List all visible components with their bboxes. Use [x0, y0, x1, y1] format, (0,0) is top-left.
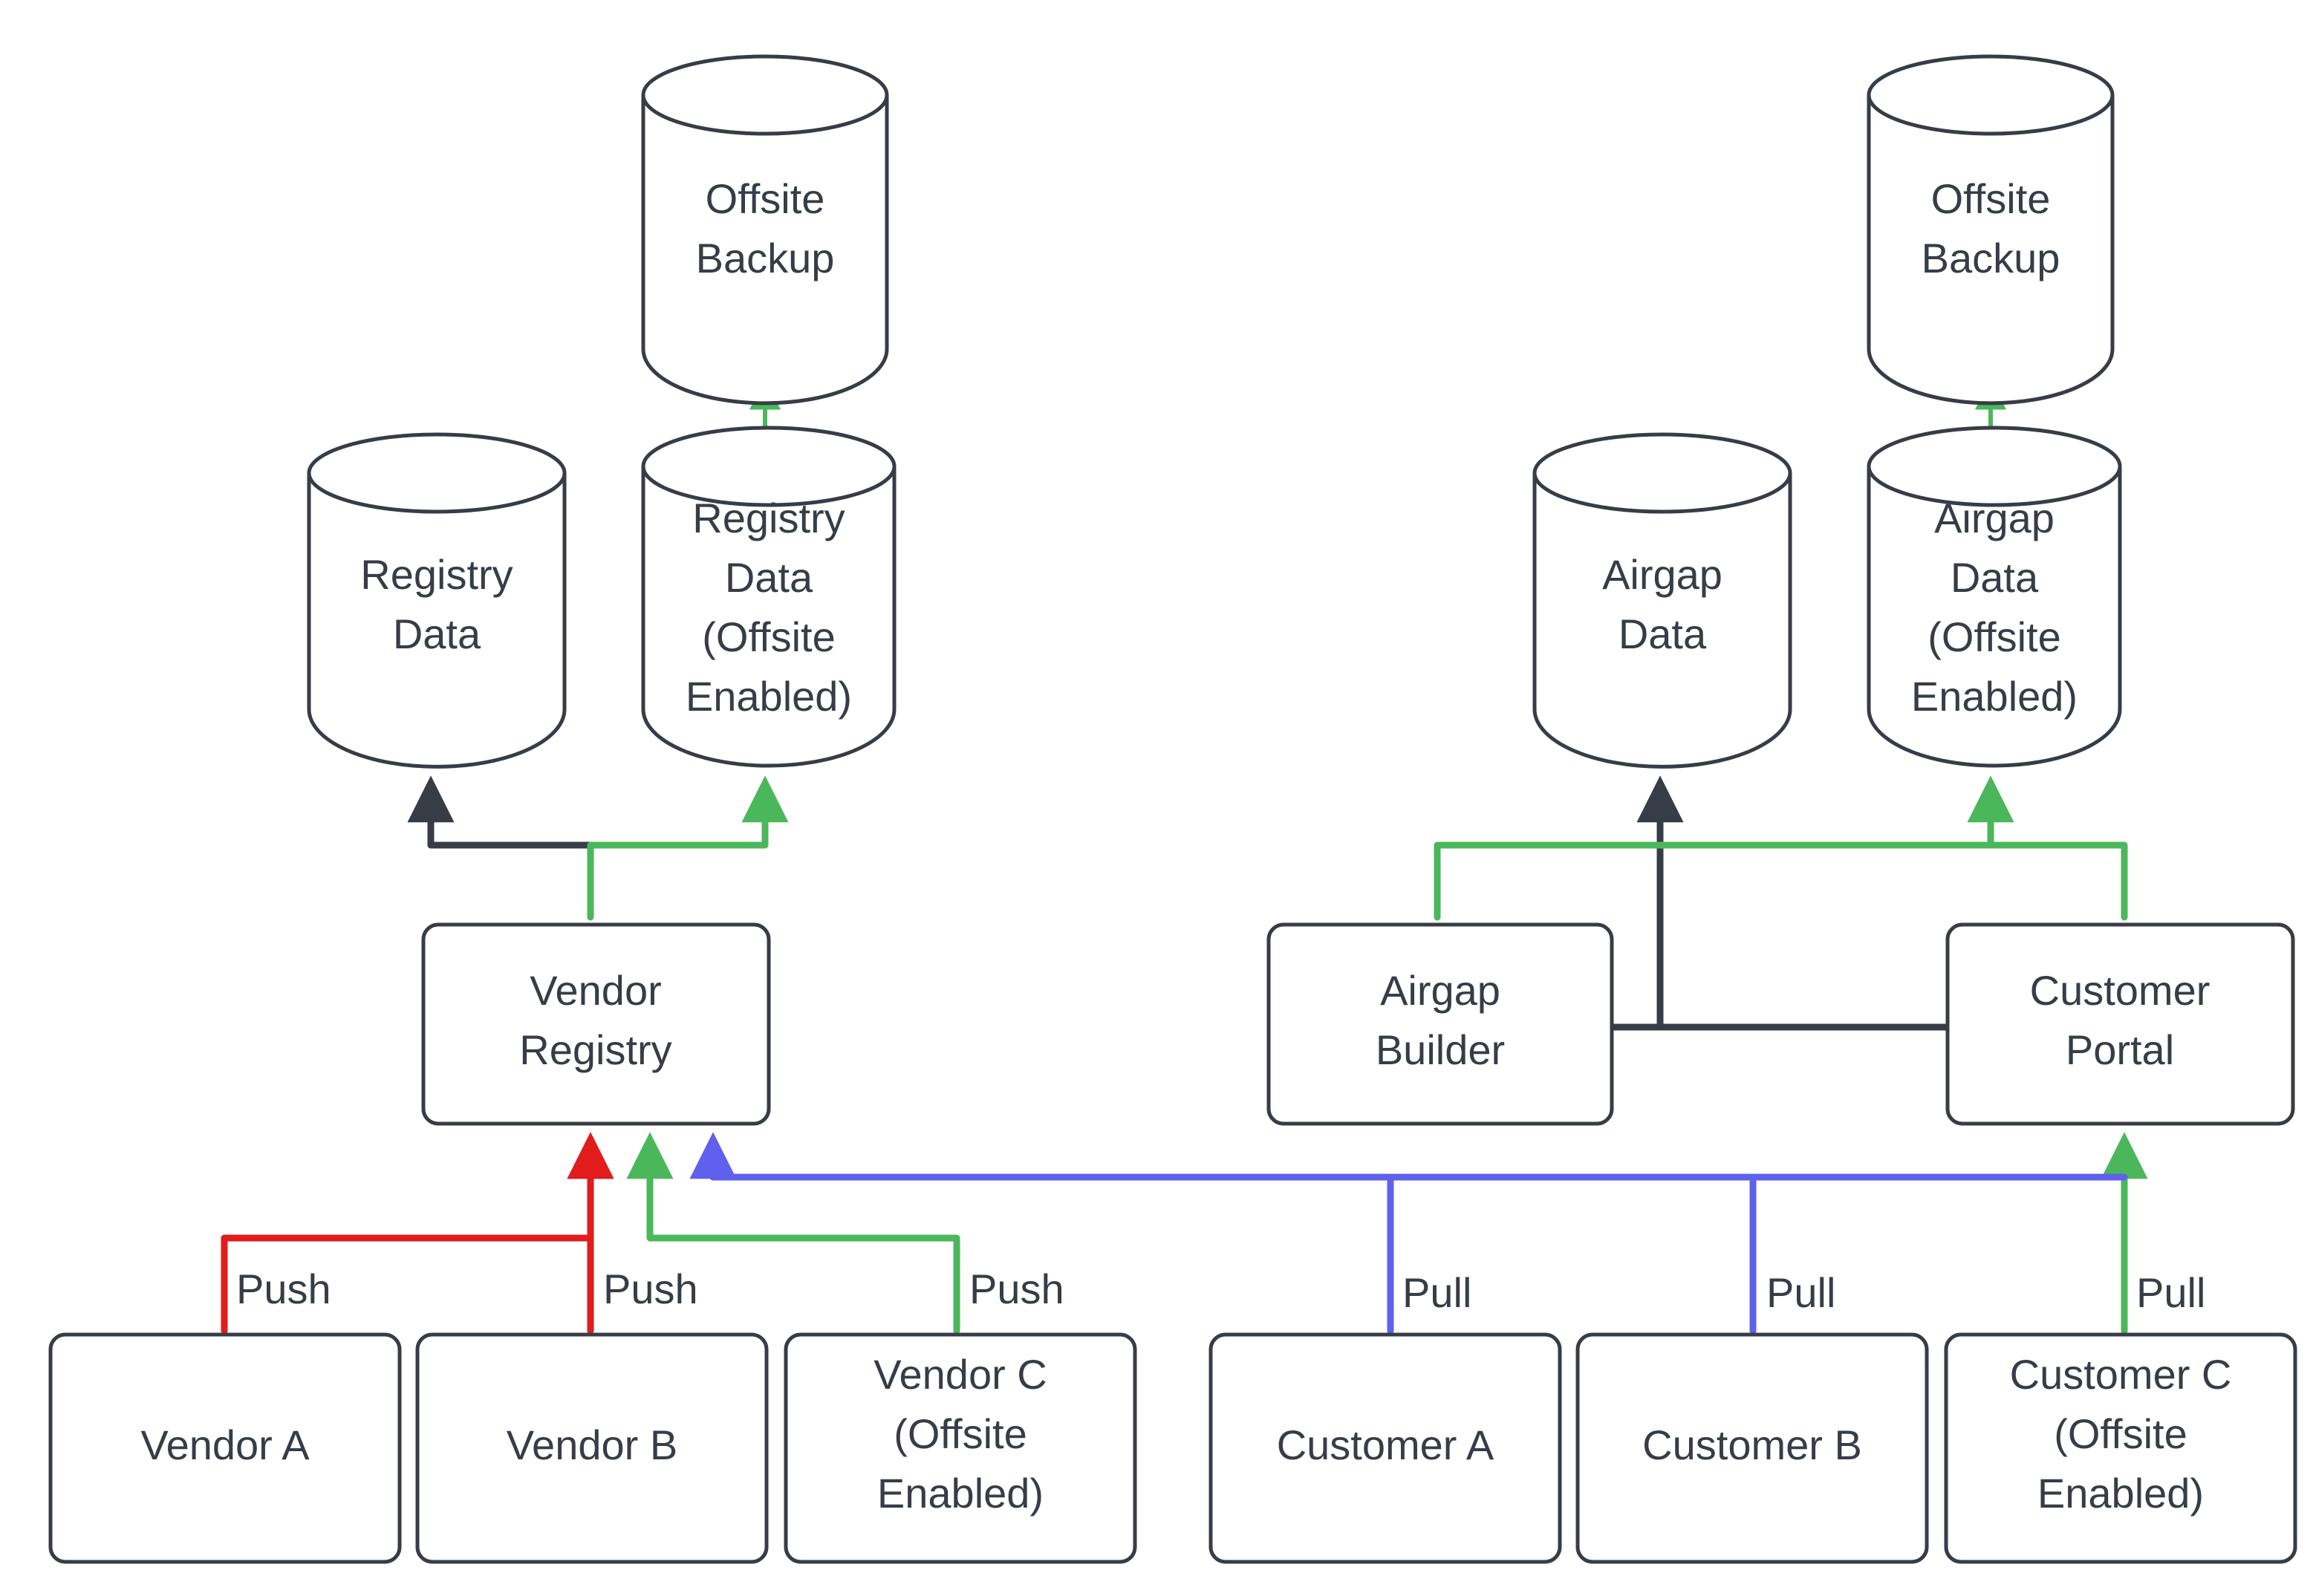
edge-label-pull-customer-c: Pull: [2136, 1269, 2205, 1316]
node-label: Customer B: [1642, 1421, 1862, 1468]
node-vendor-registry[interactable]: Vendor Registry: [421, 922, 771, 1126]
node-label: Backup: [1922, 235, 2060, 281]
node-label: Airgap: [1380, 967, 1500, 1014]
node-customer-portal[interactable]: Customer Portal: [1945, 922, 2295, 1126]
node-vendor-a[interactable]: Vendor A: [48, 1332, 402, 1564]
node-label: Offsite: [1931, 175, 2051, 222]
node-label: Enabled): [1911, 673, 2078, 720]
node-offsite-backup-right[interactable]: Offsite Backup: [1867, 54, 2115, 405]
node-vendor-c[interactable]: Vendor C (Offsite Enabled): [784, 1332, 1137, 1564]
edge-customer-portal-to-airgap-data: [1636, 775, 1950, 1031]
node-airgap-data-offsite[interactable]: Airgap Data (Offsite Enabled): [1867, 426, 2122, 768]
node-label: Customer A: [1277, 1421, 1494, 1468]
node-label: (Offsite: [1928, 613, 2060, 660]
node-label: Vendor: [530, 967, 662, 1014]
edge-customer-b-pull: [709, 1173, 1757, 1335]
edge-vendor-registry-to-registry-data: [407, 775, 594, 849]
node-label: Customer: [2030, 967, 2210, 1014]
node-label: Registry: [360, 551, 513, 598]
edge-vendor-registry-to-registry-data-offsite: [587, 775, 789, 921]
node-label: Data: [1951, 554, 2039, 601]
node-customer-c[interactable]: Customer C (Offsite Enabled): [1944, 1332, 2297, 1564]
node-vendor-b[interactable]: Vendor B: [415, 1332, 769, 1564]
node-offsite-backup-left[interactable]: Offsite Backup: [641, 54, 889, 405]
node-airgap-builder[interactable]: Airgap Builder: [1266, 922, 1614, 1126]
node-customer-a[interactable]: Customer A: [1208, 1332, 1562, 1564]
edge-label-push-vendor-a: Push: [236, 1266, 331, 1312]
node-label: Vendor C: [874, 1351, 1047, 1398]
node-label: Airgap: [1934, 495, 2055, 541]
edge-airgap-builder-to-airgap-data-offsite: [1434, 775, 2014, 921]
edge-label-push-vendor-b: Push: [603, 1266, 698, 1312]
edge-label-push-vendor-c: Push: [969, 1266, 1064, 1312]
node-label: (Offsite: [702, 613, 835, 660]
node-airgap-data[interactable]: Airgap Data: [1532, 432, 1792, 769]
node-registry-data[interactable]: Registry Data: [307, 432, 567, 769]
node-label: Enabled): [2037, 1470, 2204, 1517]
edge-label-pull-customer-a: Pull: [1402, 1269, 1471, 1316]
node-label: Enabled): [877, 1470, 1044, 1517]
edge-vendor-c-push: [626, 1132, 960, 1335]
node-label: Data: [393, 610, 481, 657]
edge-label-pull-customer-b: Pull: [1766, 1269, 1835, 1316]
edge-customer-portal-to-airgap-data-offsite: [1987, 841, 2128, 921]
node-customer-b[interactable]: Customer B: [1575, 1332, 1929, 1564]
node-label: Registry: [519, 1026, 671, 1073]
node-label: Data: [725, 554, 813, 601]
node-label: Vendor B: [507, 1421, 677, 1468]
node-label: Backup: [696, 235, 835, 281]
node-label: Registry: [692, 495, 845, 541]
node-label: Portal: [2066, 1026, 2174, 1073]
node-label: Offsite: [706, 175, 825, 222]
node-label: Customer C: [2010, 1351, 2232, 1398]
node-label: Airgap: [1602, 551, 1722, 598]
node-label: Builder: [1376, 1026, 1505, 1073]
node-registry-data-offsite[interactable]: Registry Data (Offsite Enabled): [641, 426, 897, 768]
node-label: Enabled): [686, 673, 852, 720]
node-label: (Offsite: [2054, 1410, 2187, 1457]
node-label: (Offsite: [894, 1410, 1027, 1457]
node-label: Vendor A: [140, 1421, 310, 1468]
node-label: Data: [1619, 610, 1707, 657]
